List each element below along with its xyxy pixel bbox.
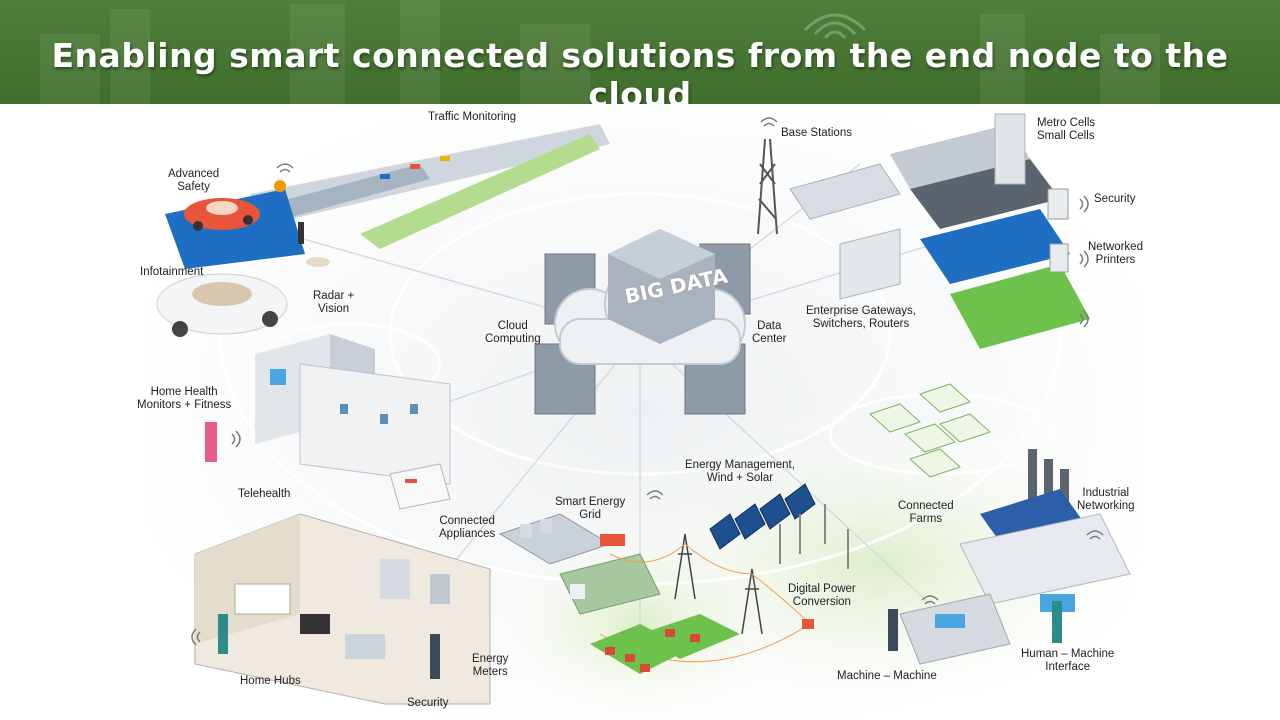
iot-scene: BIG DATA Traffic Monitoring Advanced Saf… (0, 104, 1280, 720)
label-smart-energy-grid: Smart Energy Grid (555, 496, 626, 521)
power-converter (802, 619, 814, 629)
label-energy-meters: Energy Meters (472, 653, 509, 678)
fitness-person-figure (205, 422, 217, 462)
red-car-illustration (184, 198, 260, 231)
header-banner: Enabling smart connected solutions from … (0, 0, 1280, 104)
label-digital-power: Digital Power Conversion (788, 583, 856, 608)
label-networked-printers: Networked Printers (1088, 241, 1143, 266)
label-enterprise-gateways: Enterprise Gateways, Switchers, Routers (806, 305, 916, 330)
label-industrial-networking: Industrial Networking (1077, 487, 1135, 512)
smart-energy-grid-illustration (498, 513, 661, 615)
transmission-towers (674, 533, 763, 635)
label-metro-cells: Metro Cells Small Cells (1037, 117, 1096, 142)
label-home-hubs: Home Hubs (240, 675, 301, 687)
wifi-watermark-icon (803, 13, 867, 40)
pedestrian-figure (298, 222, 304, 244)
ambulance-illustration (389, 463, 451, 510)
scene-illustration (150, 104, 1180, 720)
label-radar-vision: Radar + Vision (313, 290, 355, 315)
label-data-center: Data Center (752, 320, 787, 345)
white-car-illustration (156, 273, 288, 337)
industrial-factory (899, 449, 1131, 665)
home-health-building (255, 334, 451, 485)
machine-operator-figure (888, 609, 898, 651)
label-machine-machine: Machine – Machine (837, 670, 937, 682)
wireless-signal-icons (191, 117, 1104, 646)
home-hub-person (218, 614, 228, 654)
base-station-tower (757, 138, 778, 235)
home-hubs-house (194, 513, 491, 705)
label-security-top: Security (1094, 193, 1136, 205)
cloud-computing-illustration (534, 229, 751, 415)
solar-panels (709, 483, 816, 550)
label-telehealth: Telehealth (238, 488, 291, 500)
connected-farms-illustration (869, 383, 991, 478)
label-infotainment: Infotainment (140, 266, 204, 278)
label-traffic-monitoring: Traffic Monitoring (428, 111, 517, 123)
label-connected-farms: Connected Farms (898, 500, 954, 525)
hmi-operator-figure (1052, 601, 1062, 643)
wind-turbines (779, 504, 849, 569)
security-person (430, 634, 440, 679)
label-base-stations: Base Stations (781, 127, 852, 139)
houses-illustration (590, 614, 740, 674)
enterprise-building (789, 113, 1090, 349)
label-security-bottom: Security (407, 697, 449, 709)
label-advanced-safety: Advanced Safety (168, 168, 220, 193)
label-cloud-computing: Cloud Computing (485, 320, 541, 345)
label-human-machine: Human – Machine Interface (1021, 648, 1115, 673)
label-energy-management: Energy Management, Wind + Solar (685, 459, 795, 484)
dog-figure (306, 257, 330, 267)
label-connected-appliances: Connected Appliances (439, 515, 496, 540)
page-title: Enabling smart connected solutions from … (51, 36, 1229, 104)
label-home-health: Home Health Monitors + Fitness (137, 386, 232, 411)
